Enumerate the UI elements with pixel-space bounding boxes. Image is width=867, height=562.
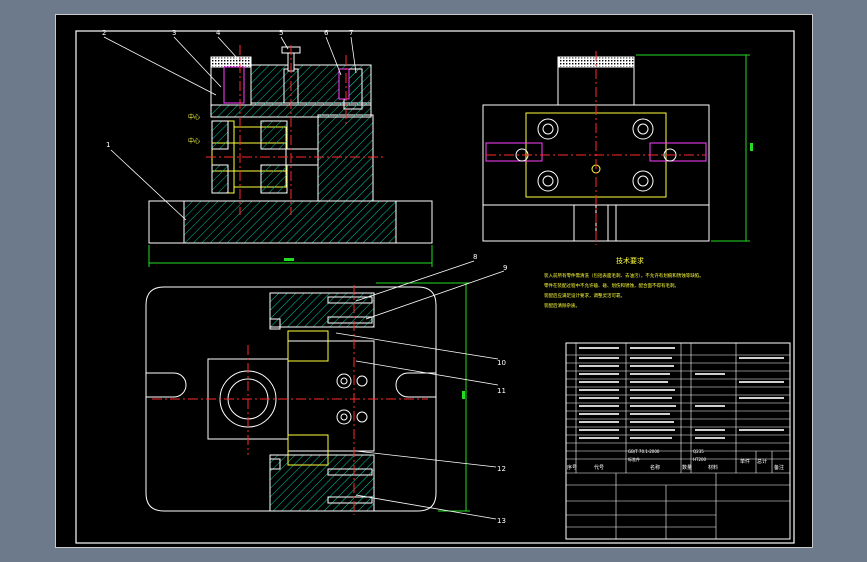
balloon-12: 12 [497, 465, 506, 473]
side-label-upper: 中心 [188, 113, 200, 121]
drawing-frame [75, 30, 795, 544]
balloon-6: 6 [324, 29, 329, 37]
top-view-leaders [335, 260, 505, 520]
tech-req-line: 装入前所有零件需清洗（包括表面毛刺、去油污），不允许有划痕和锈蚀等缺陷。 [544, 272, 704, 279]
title-block-note: HT200 [693, 457, 707, 462]
balloon-10: 10 [497, 359, 506, 367]
balloon-8: 8 [473, 253, 477, 261]
balloon-3: 3 [172, 29, 176, 37]
technical-requirements: 技术要求 装入前所有零件需清洗（包括表面毛刺、去油污），不允许有划痕和锈蚀等缺陷… [544, 256, 704, 309]
tech-req-title: 技术要求 [616, 256, 644, 265]
bom-header-no: 序号 [567, 464, 577, 471]
balloon-9: 9 [503, 264, 507, 272]
front-view-leaders [103, 36, 357, 221]
balloon-1: 1 [106, 141, 110, 149]
bom-header-name: 名称 [650, 464, 660, 471]
bom-header-total: 总计 [757, 458, 767, 465]
title-block: 序号 代号 名称 数量 材料 单件 总计 备注 GB/T 70.1-2000 标… [565, 342, 791, 540]
bom-header-unit: 单件 [740, 458, 750, 465]
balloon-13: 13 [497, 517, 506, 525]
side-label-lower: 中心 [188, 137, 200, 145]
tech-req-line: 装配后应满足设计要求，调整灵活可靠。 [544, 292, 625, 299]
side-view [482, 51, 753, 245]
bom-header-remark: 备注 [774, 464, 784, 471]
balloon-11: 11 [497, 387, 506, 395]
bom-header-qty: 数量 [682, 464, 692, 471]
bom-header-material: 材料 [708, 464, 718, 471]
title-block-note: GB/T 70.1-2000 [628, 449, 660, 454]
cad-viewport[interactable]: 中心 中心 2 3 4 5 6 7 1 [55, 14, 813, 548]
assembly-drawing: 中心 中心 2 3 4 5 6 7 1 [75, 29, 795, 544]
tech-req-line: 装配后清除杂质。 [544, 302, 580, 309]
top-view [145, 282, 470, 515]
balloon-7: 7 [349, 29, 353, 37]
title-block-note: 标准件 [628, 456, 640, 462]
title-block-note: Q235 [693, 449, 704, 454]
front-view: 中心 中心 [148, 45, 433, 267]
bom-header-code: 代号 [594, 464, 604, 471]
tech-req-line: 零件在装配过程中不允许磕、碰、划伤和锈蚀，配合面不得有毛刺。 [544, 282, 679, 289]
balloon-5: 5 [279, 29, 283, 37]
balloon-2: 2 [102, 29, 106, 37]
balloon-4: 4 [216, 29, 221, 37]
